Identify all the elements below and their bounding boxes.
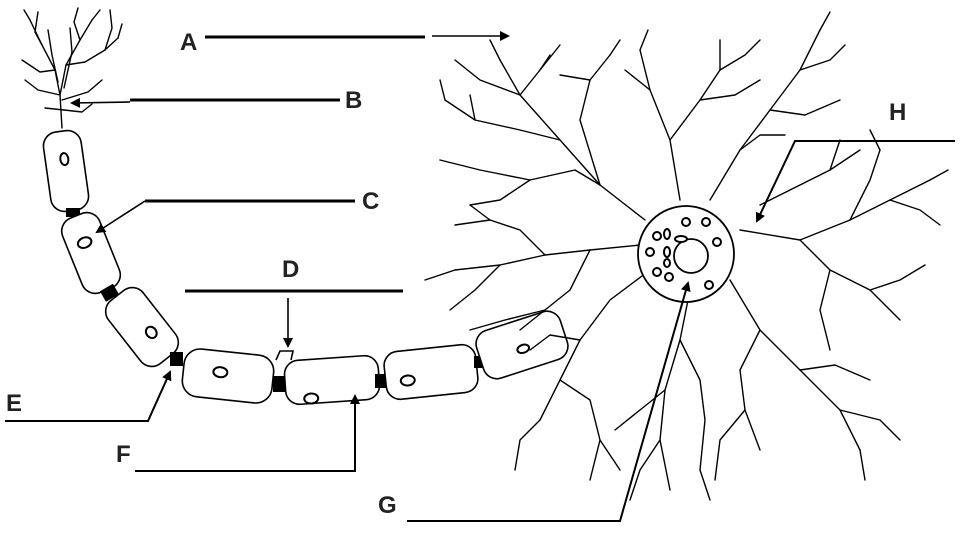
label-f: F [116,441,131,468]
letter-labels: A B C D E F G H [6,29,906,519]
schwann-cell [284,355,381,405]
myelin-flap [276,351,293,360]
schwann-cell [57,208,124,297]
schwann-cell [472,308,571,383]
schwann-cell [383,343,480,400]
label-b: B [345,87,362,114]
label-d: D [282,256,299,283]
schwann-cell [181,347,276,404]
label-g: G [378,492,397,519]
label-line-e [5,372,170,421]
axon-terminal [22,8,122,128]
label-a: A [180,29,197,56]
label-arrow-b [72,102,130,103]
label-lines [5,36,955,521]
label-e: E [6,390,22,417]
label-line-f [135,396,355,471]
label-arrow-c [97,201,145,232]
label-c: C [362,188,379,215]
node-of-ranvier [170,352,183,366]
schwann-cell [42,129,91,214]
myelinated-axon [42,129,572,405]
label-h: H [889,99,906,126]
nucleolus [674,239,708,273]
